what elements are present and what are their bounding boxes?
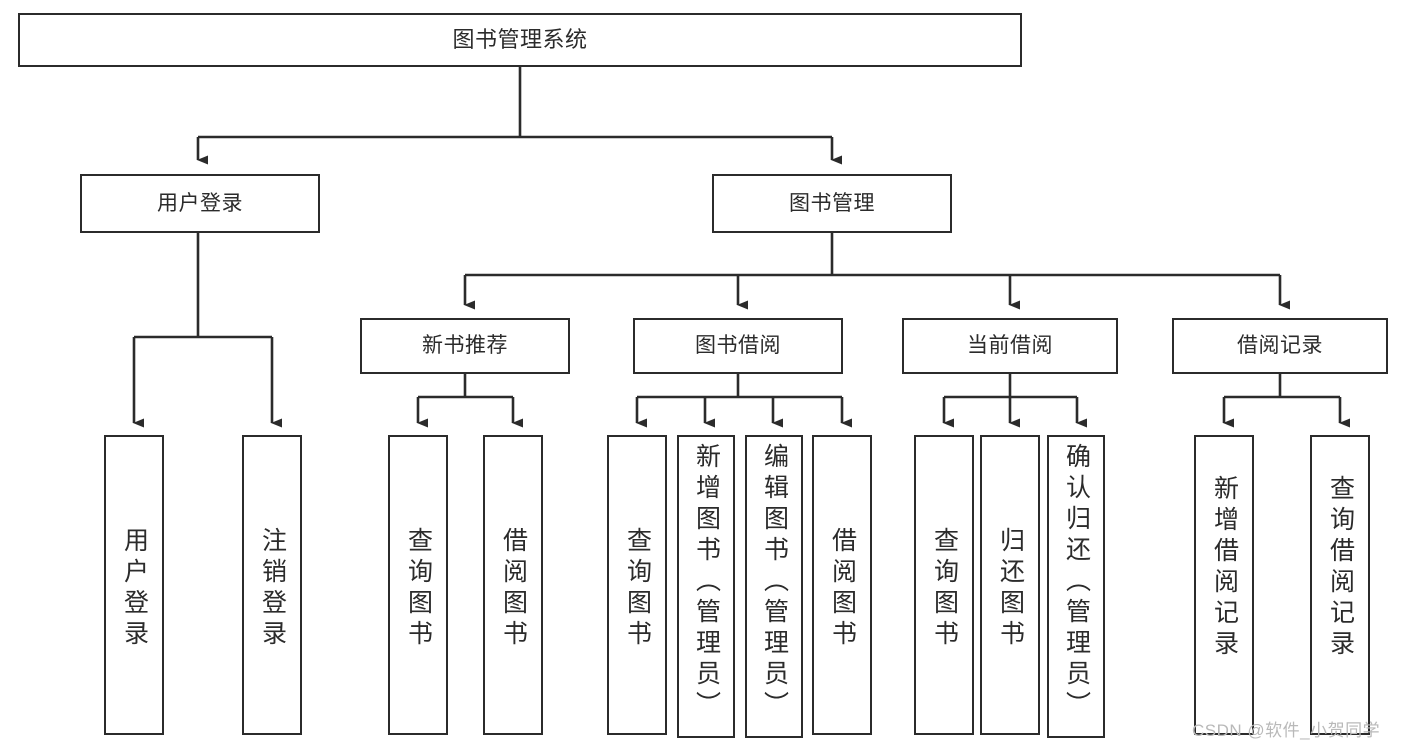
leaf-confirm-return-admin[interactable]: 确认归还（管理员） [1047,435,1105,738]
leaf-user-login[interactable]: 用户登录 [104,435,164,735]
node-label: 注销登录 [258,527,287,651]
node-current-borrow[interactable]: 当前借阅 [902,318,1118,374]
node-label: 新增借阅记录 [1210,475,1239,661]
node-label: 查询图书 [623,527,652,651]
node-label: 新增图书（管理员） [692,443,721,722]
node-label: 当前借阅 [967,334,1053,358]
leaf-query-book-borrow[interactable]: 查询图书 [607,435,667,735]
node-label: 编辑图书（管理员） [760,443,789,722]
node-book-management[interactable]: 图书管理 [712,174,952,233]
node-book-borrow[interactable]: 图书借阅 [633,318,843,374]
node-label: 借阅图书 [828,527,857,651]
node-label: 查询借阅记录 [1326,475,1355,661]
node-label: 确认归还（管理员） [1062,443,1091,722]
node-label: 用户登录 [157,191,243,215]
node-label: 借阅图书 [499,527,528,651]
leaf-return-book[interactable]: 归还图书 [980,435,1040,735]
node-new-book-recommend[interactable]: 新书推荐 [360,318,570,374]
node-label: 图书管理系统 [452,26,588,52]
leaf-logout[interactable]: 注销登录 [242,435,302,735]
node-root-book-management-system[interactable]: 图书管理系统 [18,13,1022,67]
node-label: 查询图书 [930,527,959,651]
node-label: 图书借阅 [695,334,781,358]
node-user-login[interactable]: 用户登录 [80,174,320,233]
leaf-edit-book-admin[interactable]: 编辑图书（管理员） [745,435,803,738]
leaf-query-book-current[interactable]: 查询图书 [914,435,974,735]
node-label: 新书推荐 [422,334,508,358]
watermark: CSDN @软件_小贺同学 [1192,721,1381,740]
node-label: 用户登录 [120,527,149,651]
leaf-query-book-recommend[interactable]: 查询图书 [388,435,448,735]
node-label: 图书管理 [789,191,875,215]
leaf-add-book-admin[interactable]: 新增图书（管理员） [677,435,735,738]
leaf-add-borrow-record[interactable]: 新增借阅记录 [1194,435,1254,735]
leaf-query-borrow-record[interactable]: 查询借阅记录 [1310,435,1370,735]
node-label: 借阅记录 [1237,334,1323,358]
leaf-borrow-book-recommend[interactable]: 借阅图书 [483,435,543,735]
leaf-borrow-book[interactable]: 借阅图书 [812,435,872,735]
node-label: 归还图书 [996,527,1025,651]
node-label: 查询图书 [404,527,433,651]
node-borrow-record[interactable]: 借阅记录 [1172,318,1388,374]
